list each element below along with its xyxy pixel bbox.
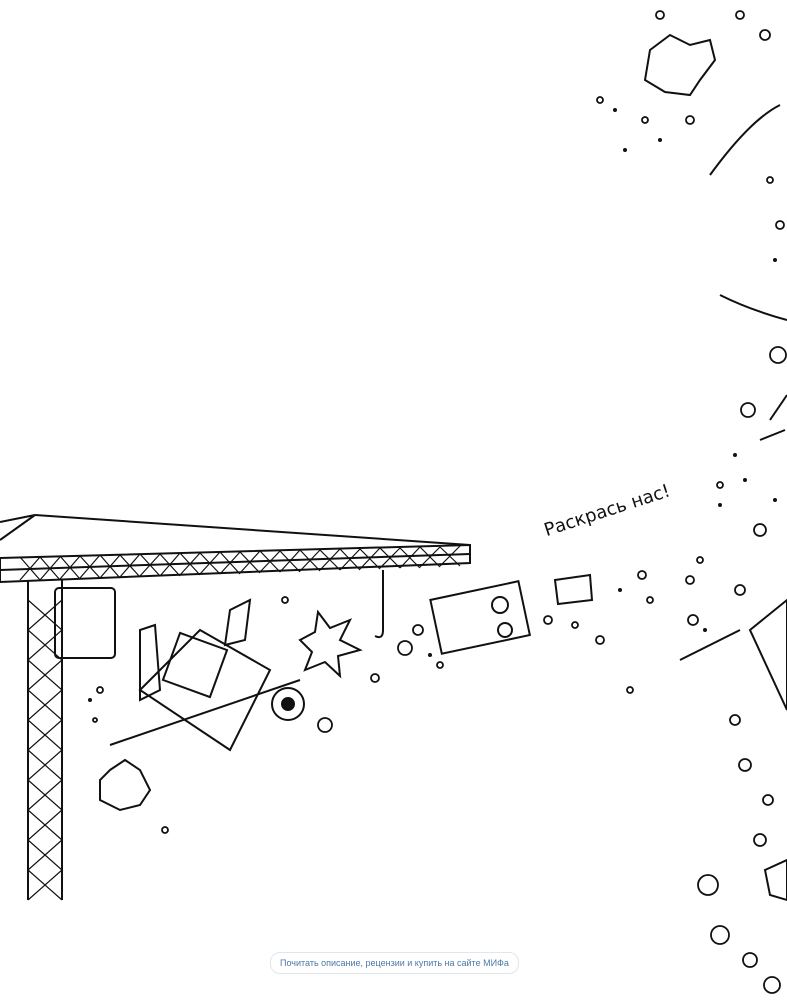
robot <box>109 598 305 752</box>
splashes <box>99 33 787 902</box>
bubbles <box>92 10 787 994</box>
radio-robot <box>429 573 594 655</box>
mif-site-link[interactable]: Почитать описание, рецензии и купить на … <box>270 952 519 974</box>
crane <box>0 514 471 901</box>
dots <box>88 108 777 702</box>
